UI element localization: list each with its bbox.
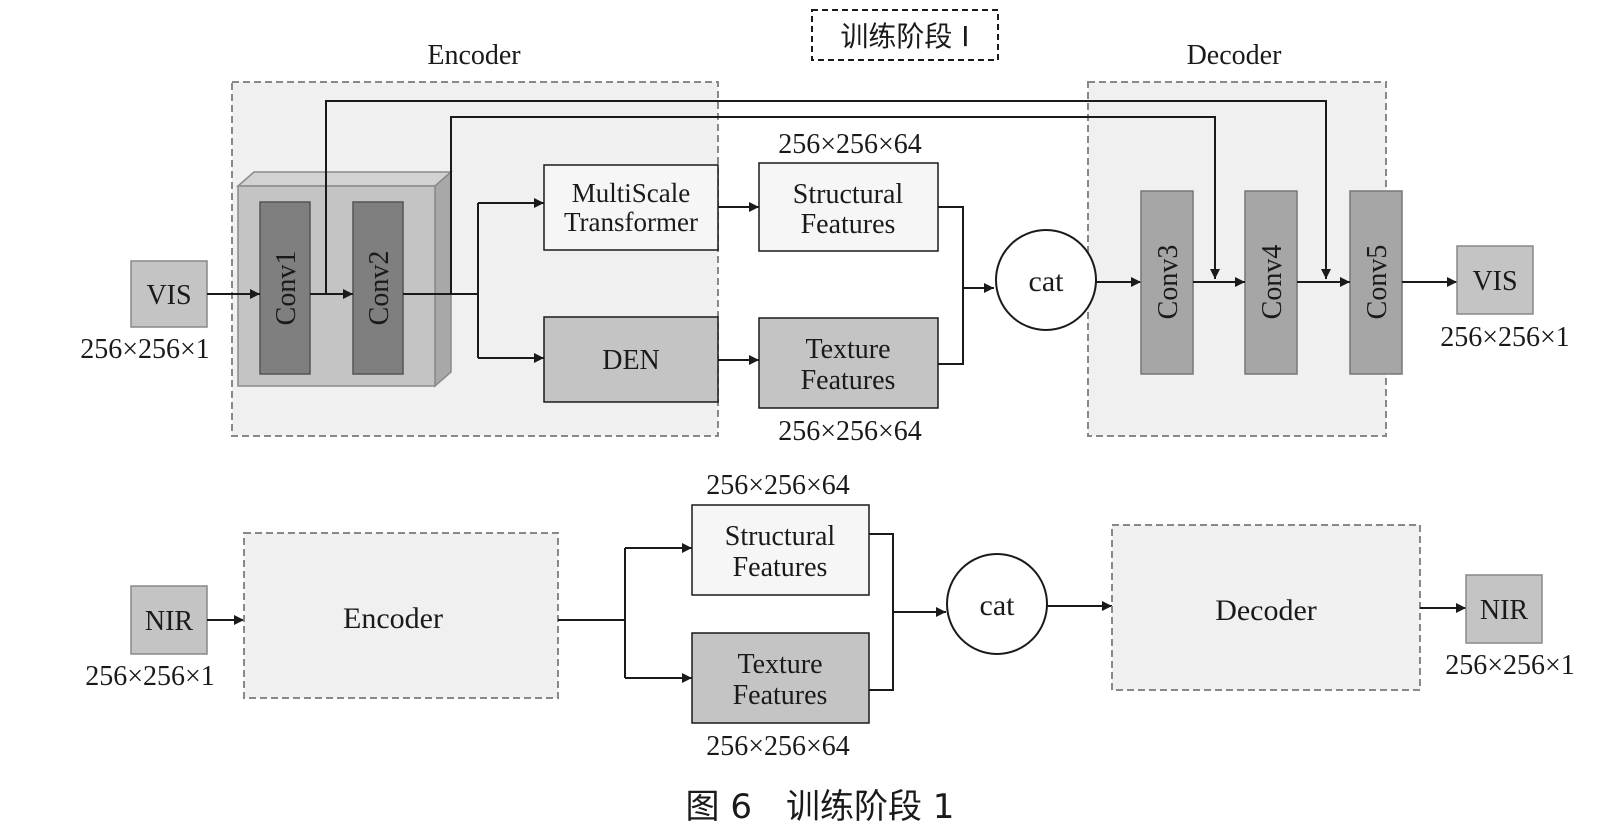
decoder-region (1087, 81, 1387, 437)
vis-input-dims: 256×256×1 (80, 334, 210, 365)
bottom-encoder-label: Encoder (343, 602, 443, 635)
vis-output-label: VIS (1472, 266, 1517, 297)
conv4-label: Conv4 (1257, 245, 1288, 320)
bottom-texture-label-1: Texture (737, 649, 822, 680)
bottom-structural-label-1: Structural (725, 521, 836, 552)
bottom-texture-label-2: Features (733, 680, 828, 711)
skip-conv1-conv5 (325, 100, 1331, 294)
bottom-structural-dims: 256×256×64 (706, 470, 850, 501)
vis-output-dims: 256×256×1 (1440, 322, 1570, 353)
texture-features-box (758, 317, 939, 409)
texture-to-cat (938, 288, 964, 365)
figure-caption: 图 6 训练阶段 1 (686, 787, 955, 827)
encoder-title: Encoder (427, 40, 521, 71)
cat-label: cat (1029, 265, 1065, 298)
skip-conv2-conv4 (450, 116, 1220, 294)
bottom-texture-box (691, 632, 870, 724)
texture-label-1: Texture (805, 334, 890, 365)
cat-node (995, 229, 1097, 331)
conv3-label: Conv3 (1153, 245, 1184, 320)
structural-features-box (758, 162, 939, 252)
bottom-texture-to-cat (869, 612, 894, 691)
bottom-cat-label: cat (980, 589, 1016, 622)
conv-block-top (236, 171, 453, 187)
stage-label: 训练阶段 I (840, 20, 969, 53)
conv3-box (1140, 190, 1194, 375)
den-box (543, 316, 719, 403)
texture-dims: 256×256×64 (778, 416, 922, 447)
conv1-label: Conv1 (271, 251, 302, 326)
nir-output-label: NIR (1480, 595, 1529, 626)
conv-block-side (434, 170, 452, 388)
conv4-box (1244, 190, 1298, 375)
conv5-box (1349, 190, 1403, 375)
bottom-cat-node (946, 553, 1048, 655)
conv1-box (259, 201, 311, 375)
structural-to-cat (938, 206, 964, 288)
den-label: DEN (602, 345, 660, 376)
conv5-label: Conv5 (1362, 245, 1393, 320)
conv2-box (352, 201, 404, 375)
conv2-label: Conv2 (364, 251, 395, 326)
vis-output-box (1456, 245, 1534, 315)
stage-label-box (811, 9, 999, 61)
bottom-structural-label-2: Features (733, 552, 828, 583)
multiscale-transformer-box (543, 164, 719, 251)
multiscale-label-1: MultiScale (572, 178, 690, 208)
bottom-structural-to-cat (869, 533, 894, 612)
nir-output-dims: 256×256×1 (1445, 650, 1575, 681)
bottom-encoder-box (243, 532, 559, 699)
nir-input-dims: 256×256×1 (85, 661, 215, 692)
bottom-decoder-box (1111, 524, 1421, 691)
structural-dims: 256×256×64 (778, 129, 922, 160)
bottom-texture-dims: 256×256×64 (706, 731, 850, 762)
nir-input-box (130, 585, 208, 655)
nir-input-label: NIR (145, 606, 194, 637)
bottom-structural-box (691, 504, 870, 596)
multiscale-label-2: Transformer (564, 207, 698, 237)
vis-input-label: VIS (146, 280, 191, 311)
bottom-decoder-label: Decoder (1215, 594, 1317, 627)
decoder-title: Decoder (1187, 40, 1283, 71)
texture-label-2: Features (801, 365, 896, 396)
structural-label-1: Structural (793, 179, 904, 210)
structural-label-2: Features (801, 209, 896, 240)
nir-output-box (1465, 574, 1543, 644)
